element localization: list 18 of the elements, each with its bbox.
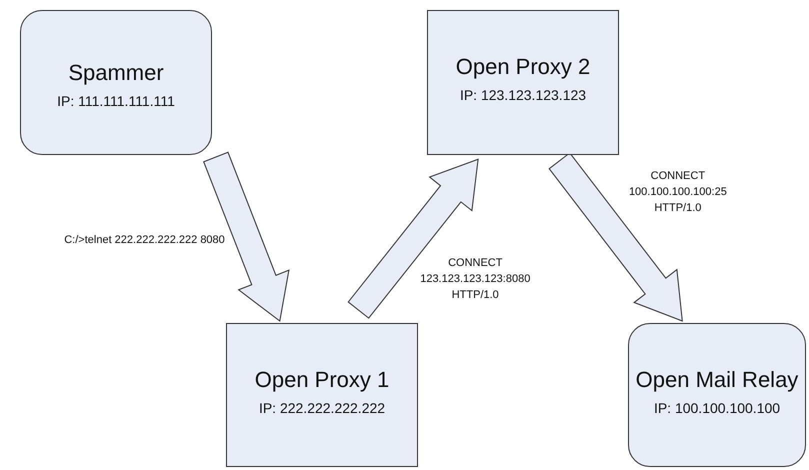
- edge-label: CONNECT 123.123.123.123:8080 HTTP/1.0: [419, 256, 532, 303]
- ip-address: IP: 111.111.111.111: [57, 92, 175, 110]
- rounded-box: [20, 10, 212, 155]
- ip-address: IP: 222.222.222.222: [258, 398, 386, 418]
- rounded-box: [628, 323, 806, 467]
- node-title: Spammer: [68, 59, 164, 86]
- edge-label: C:/>telnet 222.222.222.222 8080: [63, 233, 225, 248]
- edge-label: CONNECT 100.100.100.100:25 HTTP/1.0: [628, 168, 728, 216]
- ip-address: IP: 123.123.123.123: [460, 86, 586, 104]
- node-title: Open Mail Relay: [636, 366, 798, 394]
- process-box: [226, 323, 418, 467]
- ip-address: IP: 100.100.100.100: [654, 398, 780, 418]
- block-arrow: [203, 152, 290, 322]
- block-arrow: [548, 152, 683, 322]
- node-title: Open Proxy 2: [456, 53, 590, 80]
- process-box: [427, 10, 619, 155]
- node-title: Open Proxy 1: [254, 366, 390, 394]
- block-arrow: [348, 158, 479, 319]
